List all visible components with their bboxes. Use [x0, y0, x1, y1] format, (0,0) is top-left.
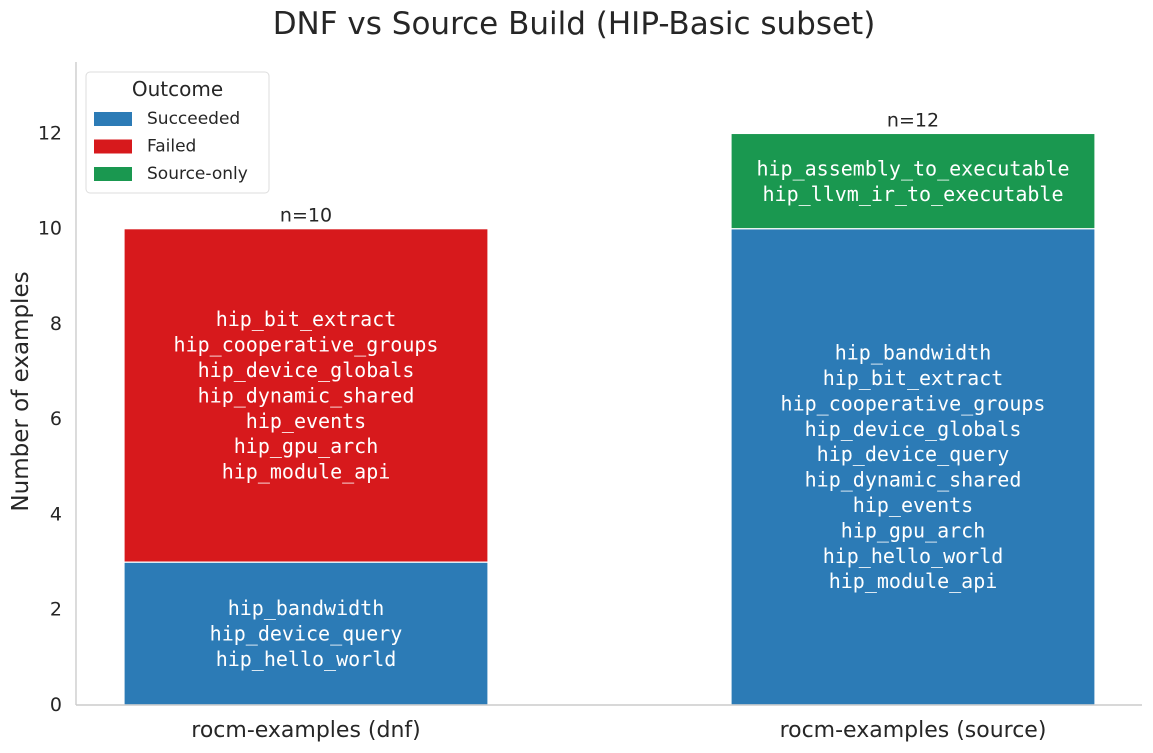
- bar-source-only-1: [730, 132, 1096, 230]
- bar-failed-0: [123, 228, 489, 563]
- y-tick-label: 0: [50, 694, 62, 716]
- segment-label: hip_module_api: [829, 569, 998, 593]
- segment-label: hip_assembly_to_executable: [756, 156, 1069, 180]
- y-tick-label: 2: [50, 599, 62, 621]
- legend-swatch-failed: [94, 139, 132, 154]
- segment-label: hip_device_query: [210, 622, 403, 646]
- segment-label: hip_events: [853, 493, 973, 517]
- y-tick-label: 12: [38, 122, 62, 144]
- segment-label: hip_events: [246, 409, 366, 433]
- axes: rocm-examples (dnf) rocm-examples (source…: [8, 62, 1142, 743]
- total-label-0: n=10: [280, 205, 332, 227]
- x-tick-label-1: rocm-examples (source): [780, 718, 1047, 743]
- legend-entry-failed: Failed: [147, 137, 196, 157]
- segment-label: hip_dynamic_shared: [805, 468, 1022, 492]
- legend-title: Outcome: [132, 77, 223, 101]
- segment-label: hip_device_globals: [198, 358, 415, 382]
- legend-swatch-succeeded: [94, 112, 132, 126]
- segment-label: hip_device_globals: [805, 417, 1022, 441]
- segment-label: hip_hello_world: [823, 544, 1004, 568]
- segment-label: hip_dynamic_shared: [198, 383, 415, 407]
- x-tick-label-0: rocm-examples (dnf): [191, 718, 420, 743]
- y-tick-label: 10: [38, 218, 62, 240]
- segment-label: hip_bit_extract: [823, 366, 1004, 390]
- segment-label: hip_device_query: [817, 442, 1010, 466]
- segment-label: hip_hello_world: [216, 647, 397, 671]
- legend-entry-source-only: Source-only: [147, 164, 248, 184]
- segment-label: hip_module_api: [222, 460, 391, 484]
- segment-label: hip_gpu_arch: [234, 434, 379, 458]
- legend-entry-succeeded: Succeeded: [147, 109, 240, 129]
- segment-label: hip_bandwidth: [228, 596, 385, 620]
- chart-title: DNF vs Source Build (HIP-Basic subset): [273, 6, 876, 42]
- total-label-1: n=12: [887, 109, 939, 131]
- y-tick-label: 8: [50, 313, 62, 335]
- segment-label: hip_bit_extract: [216, 307, 397, 331]
- segment-label: hip_llvm_ir_to_executable: [762, 182, 1063, 206]
- segment-label: hip_cooperative_groups: [174, 333, 439, 357]
- segment-label: hip_cooperative_groups: [781, 391, 1046, 415]
- bar-succeeded-0: [123, 561, 489, 706]
- segment-label: hip_bandwidth: [835, 341, 992, 365]
- segment-label: hip_gpu_arch: [841, 518, 986, 542]
- plot-area: hip_bandwidthhip_device_queryhip_hello_w…: [123, 109, 1096, 706]
- y-tick-label: 6: [50, 408, 62, 430]
- y-axis-label: Number of examples: [8, 271, 34, 511]
- legend-swatch-source-only: [94, 167, 132, 181]
- y-tick-label: 4: [50, 503, 62, 525]
- legend-box: [85, 71, 270, 194]
